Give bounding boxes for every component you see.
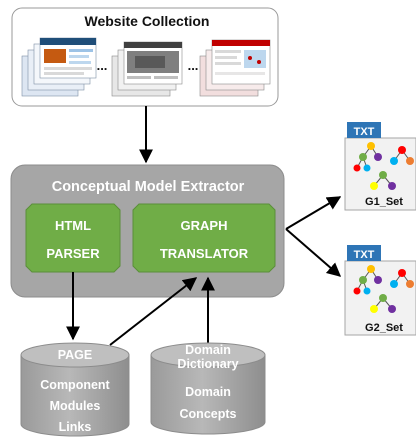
arrow-icon xyxy=(285,196,342,230)
website-thumbnail-icon xyxy=(199,39,271,97)
graph-translator-line1: GRAPH xyxy=(181,218,228,233)
graph-translator-module: GRAPH TRANSLATOR xyxy=(132,203,276,273)
page-db-line-3: Links xyxy=(59,420,92,434)
ellipsis-2: ... xyxy=(188,58,199,73)
html-parser-module: HTML PARSER xyxy=(25,203,121,273)
extractor-title: Conceptual Model Extractor xyxy=(52,179,245,195)
database-icon: Domain Dictionary Domain Concepts xyxy=(150,342,266,435)
domain-db-top-line-1: Domain xyxy=(185,343,231,357)
txt-badge xyxy=(347,245,381,261)
output-g2-set: TXT G2_Set xyxy=(344,245,416,336)
database-icon: PAGE Component Modules Links xyxy=(20,342,130,437)
txt-badge-label: TXT xyxy=(354,249,375,261)
page-db-top-label: PAGE xyxy=(58,348,93,362)
html-parser-line2: PARSER xyxy=(46,246,100,261)
graph-icon xyxy=(390,269,414,288)
arrow-icon xyxy=(109,277,198,346)
graph-icon xyxy=(370,171,396,190)
output-label-g1: G1_Set xyxy=(365,196,403,208)
domain-db-top-line-2: Dictionary xyxy=(177,357,238,371)
txt-badge xyxy=(347,122,381,138)
ellipsis-1: ... xyxy=(97,58,108,73)
graph-translator-line2: TRANSLATOR xyxy=(160,246,249,261)
arrow-icon xyxy=(285,228,342,277)
txt-badge-label: TXT xyxy=(354,126,375,138)
website-thumbnail-icon xyxy=(21,37,97,97)
page-db-line-1: Component xyxy=(40,378,110,392)
website-collection-box: Website Collection ... ... xyxy=(11,7,279,107)
domain-db-line-1: Domain xyxy=(185,385,231,399)
html-parser-line1: HTML xyxy=(55,218,91,233)
output-g1-set: TXT G1_Set xyxy=(344,122,416,211)
website-collection-title: Website Collection xyxy=(85,13,210,29)
website-thumbnail-icon xyxy=(111,41,183,97)
graph-icon xyxy=(370,294,396,313)
graph-icon xyxy=(353,142,382,172)
graph-icon xyxy=(353,265,382,295)
page-db-line-2: Modules xyxy=(50,399,101,413)
output-label-g2: G2_Set xyxy=(365,322,403,334)
conceptual-model-extractor: Conceptual Model Extractor HTML PARSER G… xyxy=(10,164,285,298)
graph-icon xyxy=(390,146,414,165)
domain-db-line-2: Concepts xyxy=(180,407,237,421)
